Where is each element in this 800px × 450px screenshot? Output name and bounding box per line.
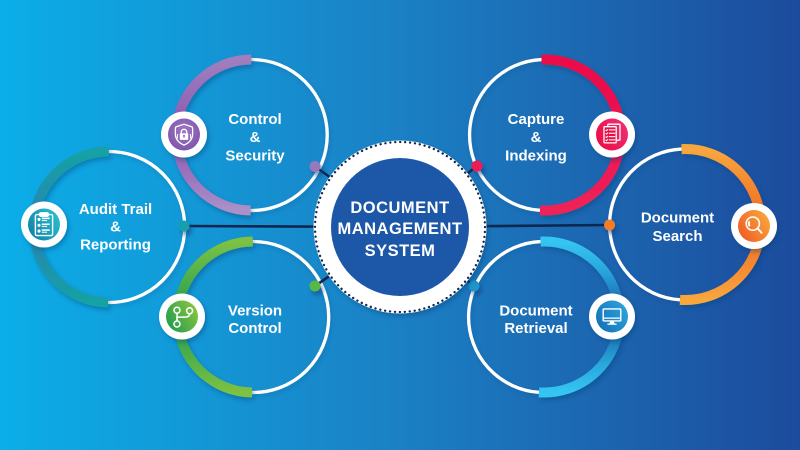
svg-text:&: & xyxy=(250,129,261,146)
svg-text:Retrieval: Retrieval xyxy=(504,320,567,337)
svg-text:Control: Control xyxy=(228,111,281,128)
svg-text:&: & xyxy=(531,129,542,146)
svg-text:MANAGEMENT: MANAGEMENT xyxy=(337,220,462,238)
svg-text:Audit Trail: Audit Trail xyxy=(79,201,152,218)
svg-text:Reporting: Reporting xyxy=(80,237,151,254)
svg-text:&: & xyxy=(110,219,121,236)
svg-text:Indexing: Indexing xyxy=(505,147,567,164)
svg-text:DOCUMENT: DOCUMENT xyxy=(350,199,449,217)
svg-text:Control: Control xyxy=(228,320,281,337)
svg-text:SYSTEM: SYSTEM xyxy=(365,242,436,260)
svg-text:Search: Search xyxy=(652,228,702,245)
svg-text:Capture: Capture xyxy=(508,111,565,128)
svg-text:Version: Version xyxy=(228,302,282,319)
svg-text:Document: Document xyxy=(641,209,714,226)
svg-text:Security: Security xyxy=(225,147,285,164)
svg-text:Document: Document xyxy=(499,302,572,319)
